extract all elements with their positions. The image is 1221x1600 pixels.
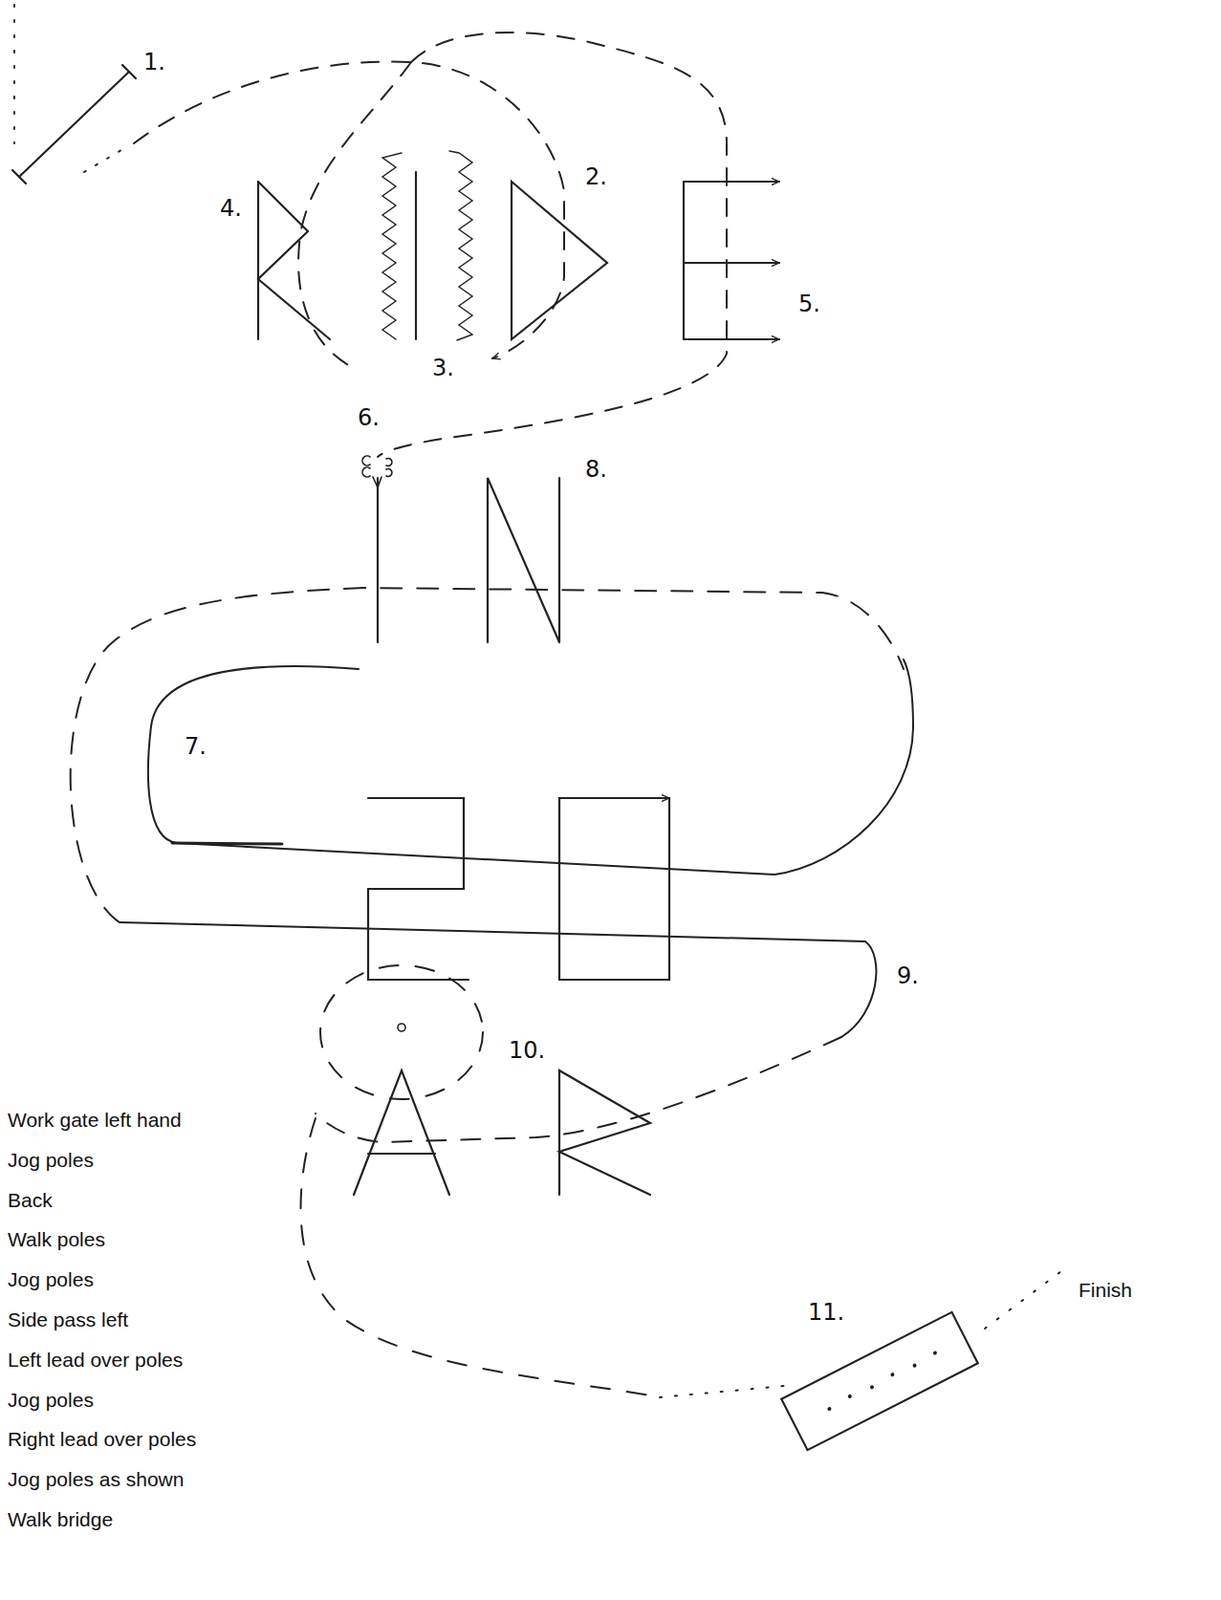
callout-number: 8. <box>585 457 608 484</box>
callout-number: 11. <box>807 1300 845 1328</box>
instruction-step: Jog poles as shown <box>7 1468 184 1492</box>
callout-number: 1. <box>143 49 166 77</box>
dotted-route <box>13 4 16 144</box>
pole-letter <box>368 798 469 981</box>
dashed-circle <box>320 965 483 1100</box>
pole-letter <box>683 338 780 341</box>
pole-letter <box>487 478 560 643</box>
pole-letter <box>258 181 330 340</box>
instruction-step: Jog poles <box>7 1149 94 1173</box>
dotted-route <box>659 1386 785 1398</box>
bridge <box>781 1312 978 1451</box>
instruction-step: Side pass left <box>7 1308 129 1332</box>
instruction-step: Right lead over poles <box>7 1428 197 1452</box>
callout-number: 3. <box>432 355 455 383</box>
wavy-line <box>382 152 402 340</box>
bridge-outline <box>781 1312 978 1451</box>
wavy-line <box>449 151 473 341</box>
solid-route <box>119 922 876 1038</box>
dotted-route <box>84 147 127 173</box>
pole-letter <box>511 181 608 340</box>
callout-number: 5. <box>798 291 821 319</box>
dashed-route <box>315 1037 842 1143</box>
dashed-route <box>133 61 565 359</box>
dashed-route <box>70 588 904 923</box>
callout-number: 6. <box>357 405 380 433</box>
dashed-route <box>298 62 412 369</box>
dotted-route <box>984 1271 1062 1330</box>
callout-number: 2. <box>585 164 608 192</box>
gate-end <box>12 170 26 184</box>
instruction-step: Back <box>7 1189 53 1213</box>
route <box>14 4 1062 1398</box>
callout-number: 10. <box>508 1038 546 1066</box>
pole-box <box>559 798 670 981</box>
pole-letter <box>376 478 379 643</box>
pole-letter <box>353 1070 450 1196</box>
callout-number: 7. <box>184 734 207 762</box>
poles <box>12 65 979 1451</box>
instruction-step: Work gate left hand <box>7 1109 182 1133</box>
pole-letter <box>683 261 780 264</box>
instruction-step: Jog poles <box>7 1268 94 1292</box>
pole-letter <box>683 180 780 183</box>
solid-route <box>148 659 914 875</box>
callout-number: 9. <box>896 963 919 991</box>
barrel <box>397 1024 406 1032</box>
dashed-route <box>301 1118 651 1396</box>
pole-letter <box>414 172 417 340</box>
gate-end <box>122 65 136 79</box>
solid-route <box>172 843 283 845</box>
callout-number: 4. <box>219 196 242 223</box>
pole-letter <box>682 181 685 340</box>
instruction-step: Left lead over poles <box>7 1349 183 1373</box>
gate-mark <box>362 456 393 488</box>
bridge-dots <box>826 1351 939 1413</box>
instruction-step: Walk poles <box>7 1228 106 1252</box>
gate-pole <box>19 71 130 177</box>
dashed-route <box>377 32 727 458</box>
pole-letter <box>631 797 670 800</box>
instruction-step: Jog poles <box>7 1389 94 1413</box>
instruction-step: Walk bridge <box>7 1508 113 1532</box>
finish-label: Finish <box>1078 1279 1133 1303</box>
